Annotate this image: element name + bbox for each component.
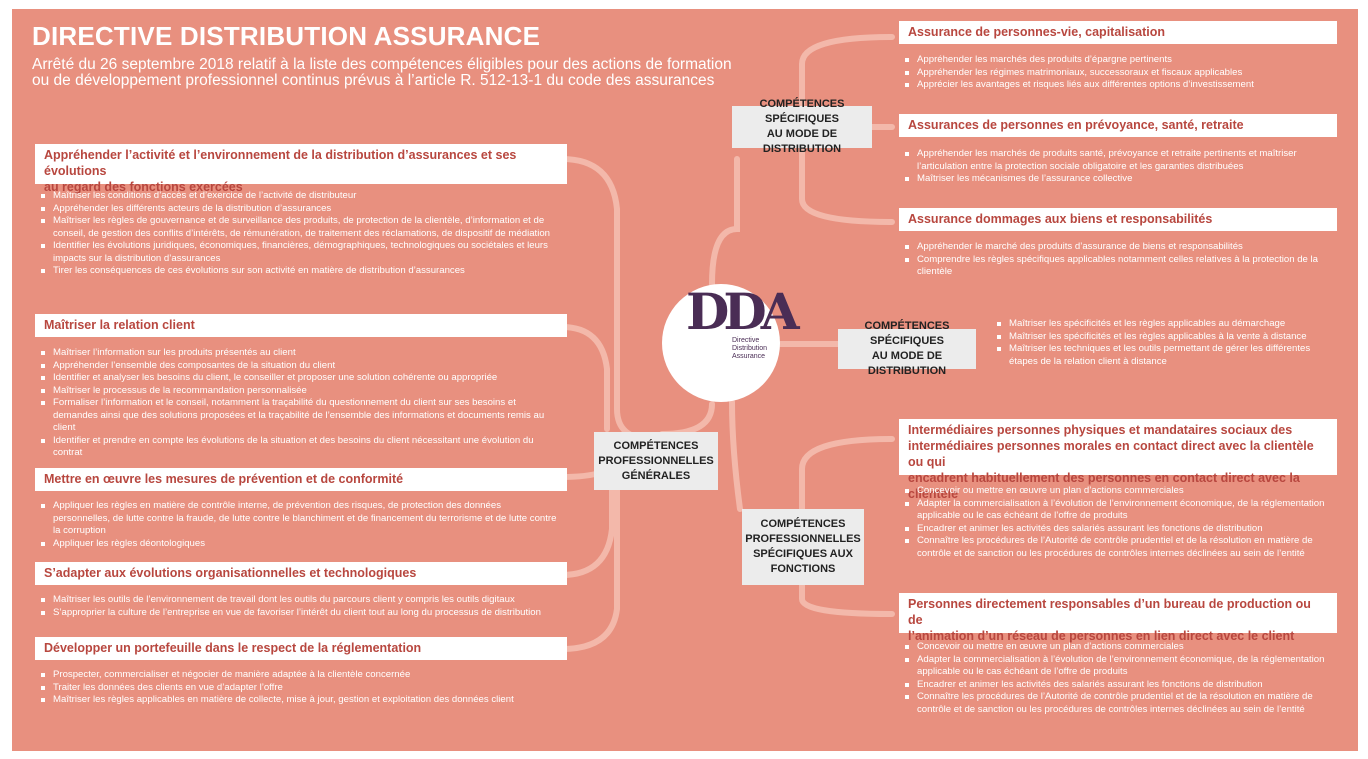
section-header-prevention: Mettre en œuvre les mesures de préventio… [35,468,567,491]
list-item: Identifier et analyser les besoins du cl… [39,372,559,385]
section-header-bureau-production: Personnes directement responsables d’un … [899,593,1337,643]
list-personnes-vie: Appréhender les marchés des produits d’é… [903,54,1333,92]
list-item: Apprécier les avantages et risques liés … [903,79,1333,92]
list-item: Maîtriser les techniques et les outils p… [995,343,1335,368]
section-header-line: l’animation d’un réseau de personnes en … [908,629,1295,643]
hub-label-line: FONCTIONS [770,563,836,575]
list-item: Maîtriser le processus de la recommandat… [39,385,559,398]
logo-text-line: Directive [732,337,760,344]
section-header-line: Intermédiaires personnes physiques et ma… [908,423,1293,437]
list-bureau-production: Concevoir ou mettre en œuvre un plan d’a… [903,641,1333,716]
list-item: Identifier les évolutions juridiques, éc… [39,240,559,265]
section-header-line: Développer un portefeuille dans le respe… [44,641,422,655]
subtitle-line: Arrêté du 26 septembre 2018 relatif à la… [32,56,732,73]
list-item: Identifier et prendre en compte les évol… [39,435,559,460]
hub-label-line: SPÉCIFIQUES AUX [753,548,853,560]
list-item: Prospecter, commercialiser et négocier d… [39,669,559,682]
hub-label-line: COMPÉTENCES [613,439,699,452]
list-item: Appréhender les marchés de produits sant… [903,148,1333,173]
logo-text-line: Assurance [732,353,766,360]
list-item: Connaître les procédures de l’Autorité d… [903,691,1333,716]
list-item: Maîtriser les outils de l’environnement … [39,594,559,607]
dda-logo-text: Directive Distribution Assurance [732,337,767,361]
hub-mode-distribution-top: COMPÉTENCES SPÉCIFIQUES AU MODE DE DISTR… [732,98,872,155]
list-item: Connaître les procédures de l’Autorité d… [903,535,1333,560]
list-evolutions: Maîtriser les outils de l’environnement … [39,594,559,619]
list-prevoyance: Appréhender les marchés de produits sant… [903,148,1333,186]
list-item: Encadrer et animer les activités des sal… [903,679,1333,692]
dda-logo: DDA Directive Distribution Assurance [662,284,799,402]
list-item: Encadrer et animer les activités des sal… [903,523,1333,536]
subtitle-line: ou de développement professionnel contin… [32,72,715,89]
list-item: Traiter les données des clients en vue d… [39,682,559,695]
section-header-line: Appréhender l’activité et l’environnemen… [44,148,517,178]
list-item: Adapter la commercialisation à l’évoluti… [903,498,1333,523]
list-distance: Maîtriser les spécificités et les règles… [995,318,1335,368]
list-item: Concevoir ou mettre en œuvre un plan d’a… [903,641,1333,654]
list-item: Appréhender les marchés des produits d’é… [903,54,1333,67]
section-header-line: Mettre en œuvre les mesures de préventio… [44,472,404,486]
list-prevention: Appliquer les règles en matière de contr… [39,500,559,550]
section-header-line: Maîtriser la relation client [44,318,195,332]
page-title: DIRECTIVE DISTRIBUTION ASSURANCE [32,21,541,51]
list-item: Tirer les conséquences de ces évolutions… [39,265,559,278]
list-item: Adapter la commercialisation à l’évoluti… [903,654,1333,679]
hub-label-line: AU MODE DE DISTRIBUTION [867,350,947,377]
list-item: S’approprier la culture de l’entreprise … [39,607,559,620]
hub-label-line: GÉNÉRALES [621,469,691,482]
section-header-line: S’adapter aux évolutions organisationnel… [44,566,417,580]
list-item: Appréhender les différents acteurs de la… [39,203,559,216]
list-item: Appréhender les régimes matrimoniaux, su… [903,67,1333,80]
section-header-line: Assurance dommages aux biens et responsa… [908,212,1213,226]
section-header-line: Assurances de personnes en prévoyance, s… [908,118,1244,132]
list-item: Maîtriser les conditions d’accès et d’ex… [39,190,559,203]
hub-competences-generales: COMPÉTENCES PROFESSIONNELLES GÉNÉRALES [594,432,718,490]
list-item: Appréhender l’ensemble des composantes d… [39,360,559,373]
section-header-line: encadrent habituellement des personnes e… [908,471,1300,501]
logo-text-line: Distribution [732,345,768,352]
hub-label-line: AU MODE DE DISTRIBUTION [762,128,842,155]
section-header-evolutions: S’adapter aux évolutions organisationnel… [35,562,567,585]
list-item: Maîtriser les spécificités et les règles… [995,318,1335,331]
section-header-dommages: Assurance dommages aux biens et responsa… [899,208,1337,231]
list-item: Maîtriser les règles de gouvernance et d… [39,215,559,240]
list-item: Concevoir ou mettre en œuvre un plan d’a… [903,485,1333,498]
list-activite: Maîtriser les conditions d’accès et d’ex… [39,190,559,278]
page-subtitle: Arrêté du 26 septembre 2018 relatif à la… [32,57,732,89]
dda-logo-mark: DDA [686,282,799,341]
section-header-prevoyance: Assurances de personnes en prévoyance, s… [899,114,1337,137]
list-portefeuille: Prospecter, commercialiser et négocier d… [39,669,559,707]
section-header-line: intermédiaires personnes morales en cont… [908,439,1314,469]
section-header-personnes-vie: Assurance de personnes-vie, capitalisati… [899,21,1337,44]
hub-competences-fonctions: COMPÉTENCES PROFESSIONNELLES SPÉCIFIQUES… [742,509,864,585]
hub-label-line: COMPÉTENCES SPÉCIFIQUES [759,98,845,125]
list-item: Appréhender le marché des produits d’ass… [903,241,1333,254]
section-header-relation-client: Maîtriser la relation client [35,314,567,337]
section-header-activite: Appréhender l’activité et l’environnemen… [35,144,567,194]
section-header-line: Personnes directement responsables d’un … [908,597,1311,627]
hub-label-line: PROFESSIONNELLES [745,533,861,545]
list-item: Comprendre les règles spécifiques applic… [903,254,1333,279]
hub-label-line: COMPÉTENCES [760,518,846,530]
hub-label-line: PROFESSIONNELLES [598,454,714,467]
hub-label-line: COMPÉTENCES SPÉCIFIQUES [864,320,950,347]
list-item: Appliquer les règles déontologiques [39,538,559,551]
list-item: Maîtriser les spécificités et les règles… [995,331,1335,344]
list-dommages: Appréhender le marché des produits d’ass… [903,241,1333,279]
list-item: Maîtriser les mécanismes de l’assurance … [903,173,1333,186]
list-item: Formaliser l’information et le conseil, … [39,397,559,435]
section-header-line: au regard des fonctions exercées [44,180,243,194]
hub-mode-distribution-middle: COMPÉTENCES SPÉCIFIQUES AU MODE DE DISTR… [838,320,976,377]
section-header-portefeuille: Développer un portefeuille dans le respe… [35,637,567,660]
list-relation-client: Maîtriser l’information sur les produits… [39,347,559,460]
list-item: Maîtriser l’information sur les produits… [39,347,559,360]
section-header-line: Assurance de personnes-vie, capitalisati… [908,25,1166,39]
list-item: Appliquer les règles en matière de contr… [39,500,559,538]
list-item: Maîtriser les règles applicables en mati… [39,694,559,707]
infographic-background: DIRECTIVE DISTRIBUTION ASSURANCE Arrêté … [12,9,1358,751]
list-intermediaires: Concevoir ou mettre en œuvre un plan d’a… [903,485,1333,560]
section-header-intermediaires: Intermédiaires personnes physiques et ma… [899,419,1337,501]
